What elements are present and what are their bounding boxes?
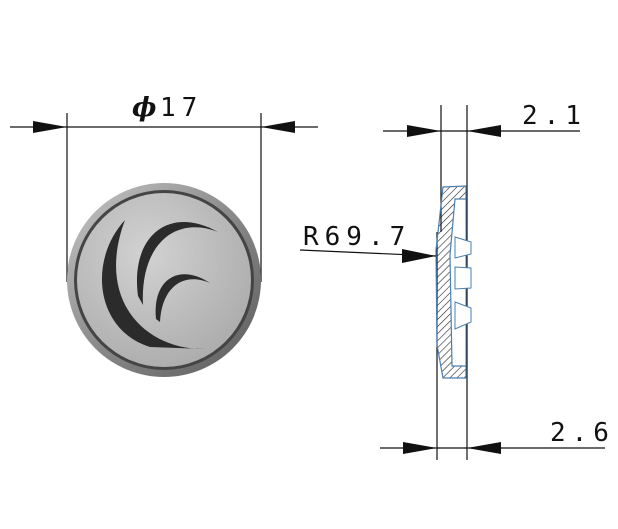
radius-value: R69.7 (303, 222, 411, 252)
arrowhead-icon (467, 442, 501, 454)
arrowhead-icon (402, 249, 436, 263)
diameter-value: 17 (160, 93, 203, 123)
total-thickness-dimension: 2.6 (380, 418, 615, 454)
arrowhead-icon (467, 125, 501, 137)
total-thickness-value: 2.6 (550, 418, 615, 448)
logo-icon (101, 220, 218, 350)
arrowhead-icon (33, 121, 67, 133)
top-thickness-dimension: 2.1 (383, 101, 587, 137)
arrowhead-icon (261, 121, 295, 133)
coin-front-view (67, 183, 261, 377)
coin-section-view (435, 105, 472, 460)
arrowhead-icon (407, 125, 441, 137)
radius-leader: R69.7 (299, 222, 437, 263)
arrowhead-icon (403, 442, 437, 454)
top-thickness-value: 2.1 (522, 101, 587, 131)
diameter-dimension: ϕ 17 (10, 93, 318, 282)
diameter-symbol: ϕ (132, 93, 156, 123)
